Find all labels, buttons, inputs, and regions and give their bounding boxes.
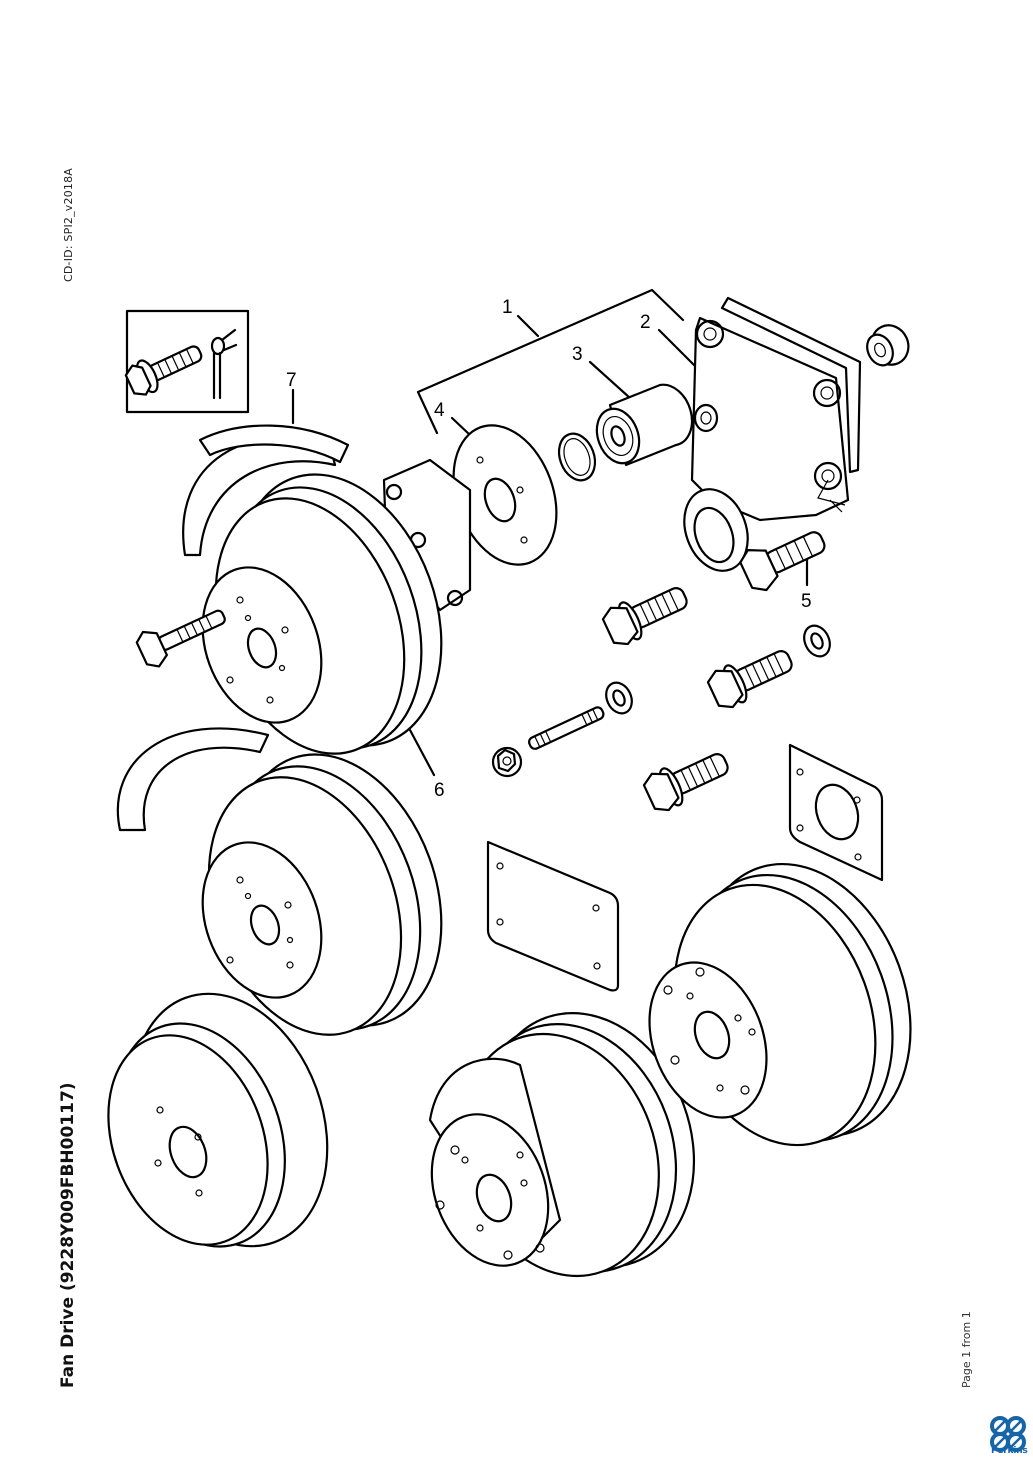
circlip-part: [557, 432, 597, 482]
callout-7-label: 7: [286, 370, 297, 391]
callout-2-label: 2: [640, 312, 651, 333]
callout-5-label: 5: [801, 591, 812, 612]
flange-bolt: [706, 650, 793, 709]
inset-bolt-detail: [124, 309, 250, 414]
bolt-part-5: [739, 531, 826, 592]
belt-part: [182, 424, 350, 557]
brand-name: Perkins: [991, 1446, 1028, 1456]
housing-part: [683, 296, 862, 572]
callout-6-label: 6: [434, 780, 445, 801]
callout-4: 4: [434, 400, 472, 437]
callout-6: 6: [408, 728, 445, 801]
pulley-alt-3: [428, 1012, 696, 1278]
gasket-square: [788, 743, 884, 882]
flange-bolt: [601, 587, 688, 646]
pulley-alt-1: [201, 753, 443, 1036]
gasket-large: [486, 840, 620, 992]
stud-part: [528, 706, 605, 750]
washer: [803, 624, 831, 658]
callout-1-label: 1: [502, 297, 513, 318]
callout-7: 7: [286, 370, 297, 425]
perkins-logo-icon: [990, 1416, 1026, 1452]
callout-4-label: 4: [434, 400, 445, 421]
callout-2: 2: [640, 312, 699, 370]
bearing-part: [595, 383, 694, 467]
callout-3: 3: [572, 344, 632, 400]
pulley-alt-4: [648, 862, 912, 1147]
flange-bolt: [642, 753, 729, 812]
callout-1: 1: [416, 288, 685, 435]
hub-part: [382, 424, 558, 612]
callout-3-label: 3: [572, 344, 583, 365]
washer: [605, 681, 633, 715]
pulley-bolt: [135, 609, 226, 668]
pulley-alt-2: [107, 992, 329, 1248]
pulley-part-6: [201, 473, 443, 755]
belt-part-2: [116, 727, 270, 832]
flange-nut: [491, 746, 523, 778]
spacer-sleeve: [866, 324, 910, 367]
